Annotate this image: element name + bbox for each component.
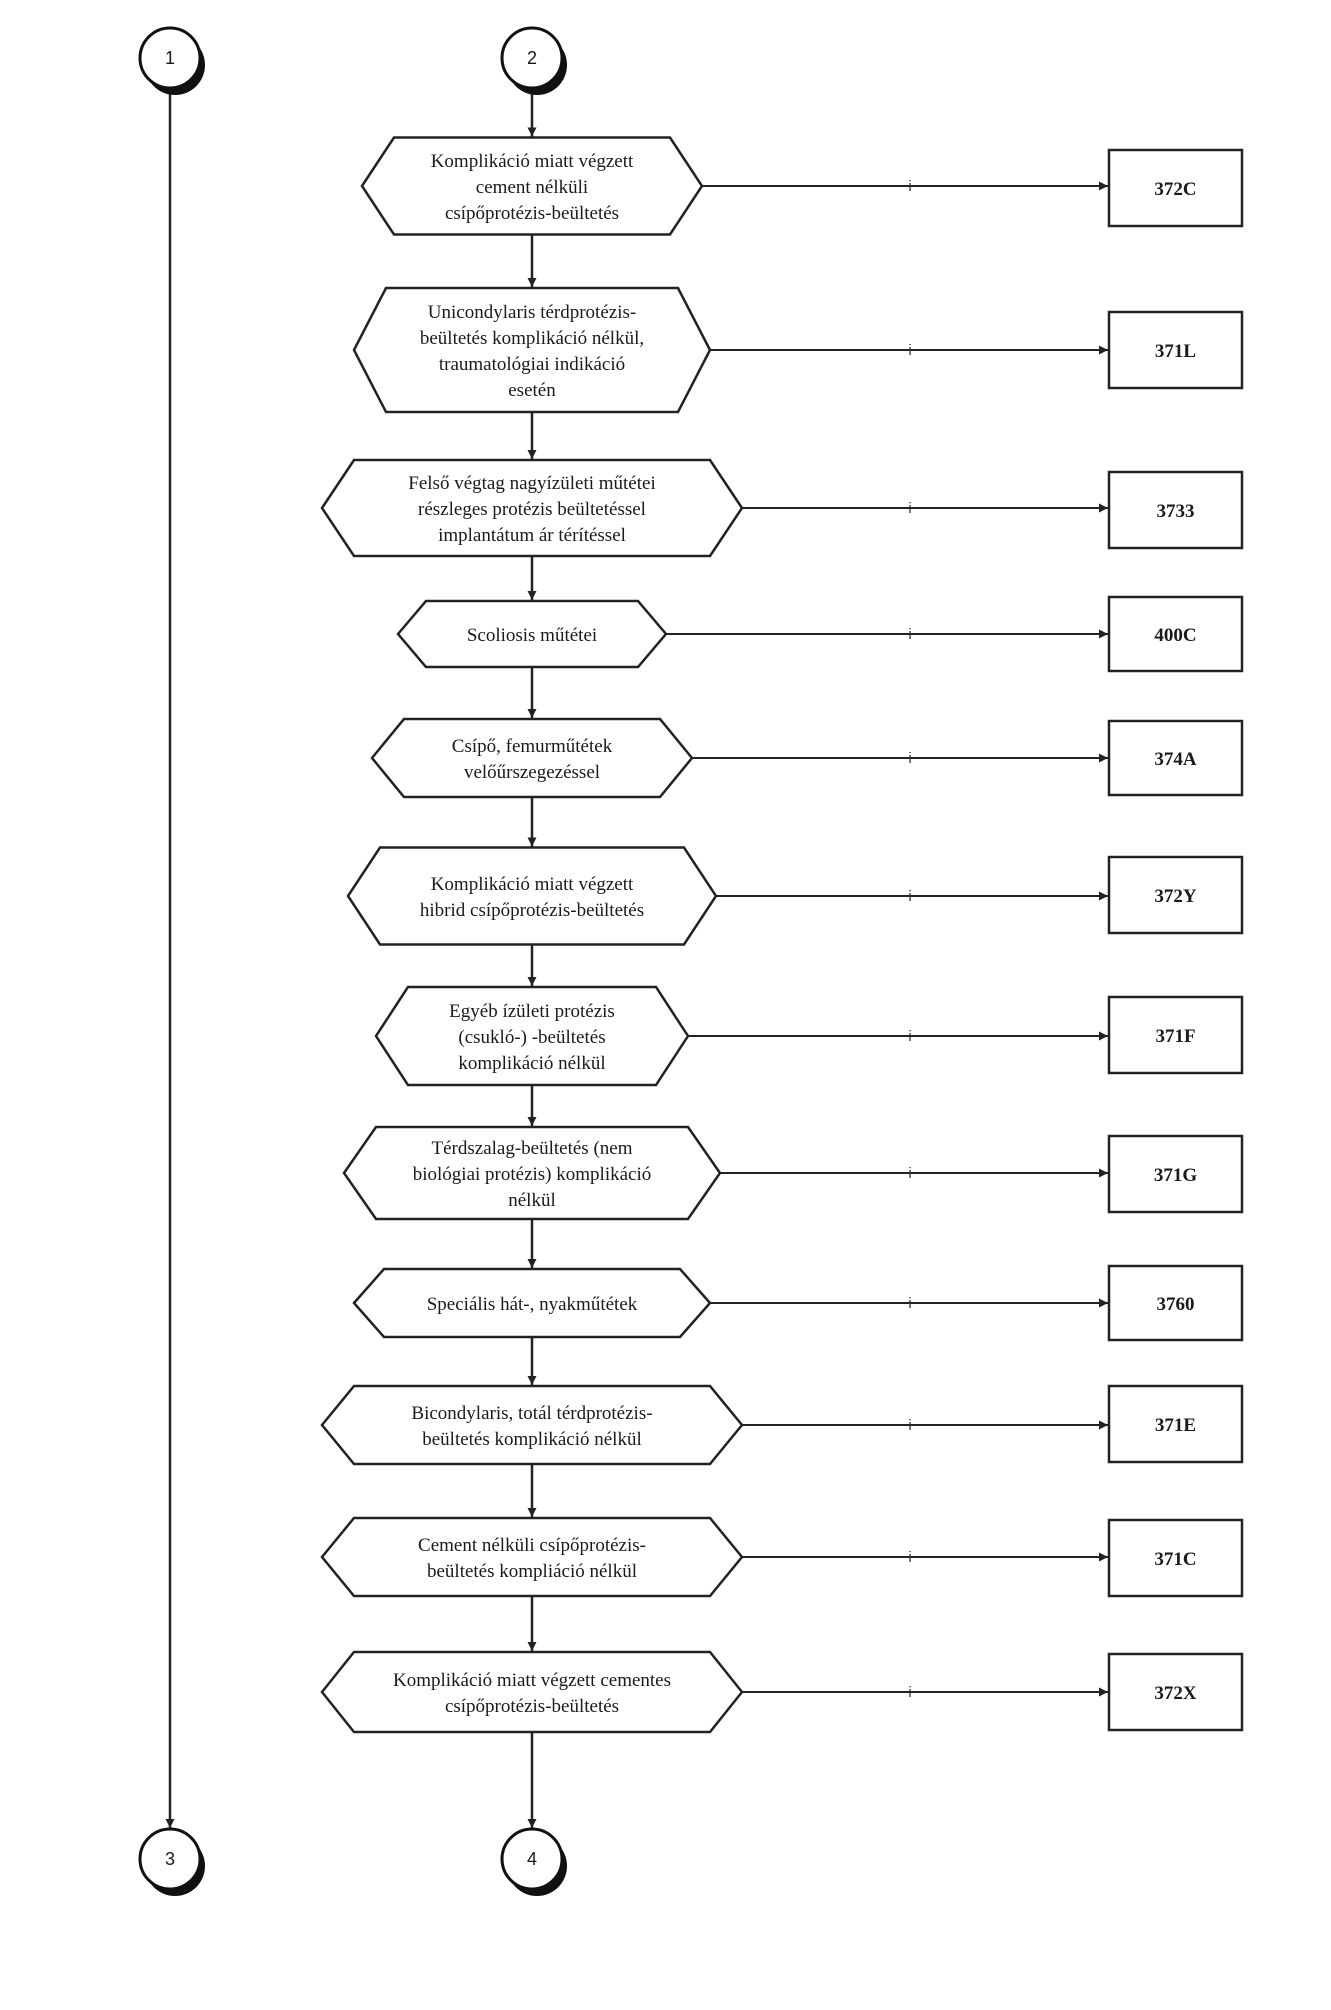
step-label-line: csípőprotézis-beültetés (445, 1696, 619, 1717)
process-step: Csípő, femurműtétek velőűrszegezéssel i 374… (370, 717, 1244, 799)
step-label-line: Scoliosis műtétei (467, 625, 597, 646)
hexagon-shape (320, 458, 744, 558)
step-label-line: Unicondylaris térdprotézis- (428, 302, 636, 323)
edge-label: i (908, 1684, 911, 1701)
process-step: Térdszalag-beültetés (nem biológiai proté… (342, 1125, 1244, 1221)
step-label-line: esetén (508, 380, 556, 401)
code-label: 371G (1154, 1165, 1198, 1186)
step-label-line: Egyéb ízületi protézis (449, 1001, 615, 1022)
connector-2: 2 (500, 26, 567, 95)
code-box (1107, 1652, 1244, 1732)
hexagon-shape (320, 1516, 744, 1598)
connector-4: 4 (500, 1827, 567, 1896)
step-label-line: Bicondylaris, totál térdprotézis- (411, 1403, 652, 1424)
step-label-line: Speciális hát-, nyakműtétek (427, 1294, 638, 1315)
step-label-line: velőűrszegezéssel (464, 762, 600, 783)
code-box (1107, 1134, 1244, 1214)
edge-label: i (908, 178, 911, 195)
edge-label: i (908, 1028, 911, 1045)
process-step: Felső végtag nagyízületi műtétei részlege… (320, 458, 1244, 558)
hexagon-shape (320, 1650, 744, 1734)
code-label: 372C (1154, 179, 1196, 200)
step-label-line: cement nélküli (476, 177, 588, 198)
code-box (1107, 595, 1244, 673)
step-label-line: implantátum ár térítéssel (438, 525, 626, 546)
step-label-line: részleges protézis beültetéssel (418, 499, 646, 520)
step-label-line: nélkül (508, 1190, 556, 1211)
edge-label: i (908, 1549, 911, 1566)
step-label-line: komplikáció nélkül (458, 1053, 605, 1074)
code-label: 3760 (1157, 1294, 1195, 1315)
code-label: 371L (1155, 341, 1196, 362)
code-label: 371E (1155, 1415, 1196, 1436)
code-box (1107, 148, 1244, 228)
edge-label: i (908, 888, 911, 905)
edge-label: i (908, 1165, 911, 1182)
step-label-line: Felső végtag nagyízületi műtétei (408, 473, 655, 494)
process-step: Bicondylaris, totál térdprotézis-beültet… (320, 1384, 1244, 1466)
process-step: Scoliosis műtétei i 400C (396, 595, 1244, 673)
hexagon-shape (352, 1267, 712, 1339)
edge-label: i (908, 626, 911, 643)
step-label-line: traumatológiai indikáció (439, 354, 625, 375)
connector-1: 1 (138, 26, 205, 95)
edge-label: i (908, 342, 911, 359)
hexagon-shape (396, 599, 668, 669)
hexagon-shape (342, 1125, 722, 1221)
step-label-line: Komplikáció miatt végzett cementes (393, 1670, 671, 1691)
hexagon-shape (360, 136, 704, 236)
code-label: 400C (1154, 625, 1196, 646)
connector-3: 3 (138, 1827, 205, 1896)
code-label: 372Y (1154, 886, 1197, 907)
step-label-line: beültetés kompliáció nélkül (427, 1561, 637, 1582)
code-label: 371F (1155, 1026, 1195, 1047)
connector-label: 1 (165, 48, 175, 68)
code-label: 371C (1154, 1549, 1196, 1570)
hexagon-shape (346, 846, 718, 946)
code-box (1107, 855, 1244, 935)
step-label-line: hibrid csípőprotézis-beültetés (420, 900, 644, 921)
code-box (1107, 310, 1244, 390)
code-box (1107, 1518, 1244, 1598)
code-box (1107, 1264, 1244, 1342)
step-label-line: Komplikáció miatt végzett (431, 874, 634, 895)
edge-label: i (908, 500, 911, 517)
step-label-line: beültetés komplikáció nélkül, (420, 328, 644, 349)
connector-label: 2 (527, 48, 537, 68)
step-label-line: biológiai protézis) komplikáció (413, 1164, 652, 1185)
process-step: Komplikáció miatt végzett cement nélküli c… (360, 136, 1244, 236)
code-box (1107, 995, 1244, 1075)
code-label: 374A (1154, 749, 1197, 770)
edge-label: i (908, 1417, 911, 1434)
edge-label: i (908, 1295, 911, 1312)
process-step: Komplikáció miatt végzett hibrid csípőpro… (346, 846, 1244, 946)
hexagon-shape (370, 717, 694, 799)
process-step: Komplikáció miatt végzett cementes csípőp… (320, 1650, 1244, 1734)
hexagon-shape (374, 985, 690, 1087)
process-step: Cement nélküli csípőprotézis-beültetés k… (320, 1516, 1244, 1598)
connector-label: 3 (165, 1849, 175, 1869)
step-label-line: (csukló-) -beültetés (458, 1027, 605, 1048)
step-label-line: Térdszalag-beültetés (nem (432, 1138, 633, 1159)
hexagon-shape (352, 286, 712, 414)
code-box (1107, 470, 1244, 550)
process-step: Unicondylaris térdprotézis-beültetés kom… (352, 286, 1244, 414)
step-label-line: beültetés komplikáció nélkül (422, 1429, 642, 1450)
step-label-line: Komplikáció miatt végzett (431, 151, 634, 172)
step-label-line: Cement nélküli csípőprotézis- (418, 1535, 646, 1556)
code-box (1107, 1384, 1244, 1464)
hexagon-shape (320, 1384, 744, 1466)
edge-label: i (908, 750, 911, 767)
process-step: Egyéb ízületi protézis (csukló-) -beültet… (374, 985, 1244, 1087)
code-label: 372X (1154, 1683, 1197, 1704)
connector-label: 4 (527, 1849, 537, 1869)
step-label-line: Csípő, femurműtétek (452, 736, 613, 757)
process-step: Speciális hát-, nyakműtétek i 3760 (352, 1264, 1244, 1342)
code-label: 3733 (1157, 501, 1195, 522)
code-box (1107, 719, 1244, 797)
step-label-line: csípőprotézis-beültetés (445, 203, 619, 224)
